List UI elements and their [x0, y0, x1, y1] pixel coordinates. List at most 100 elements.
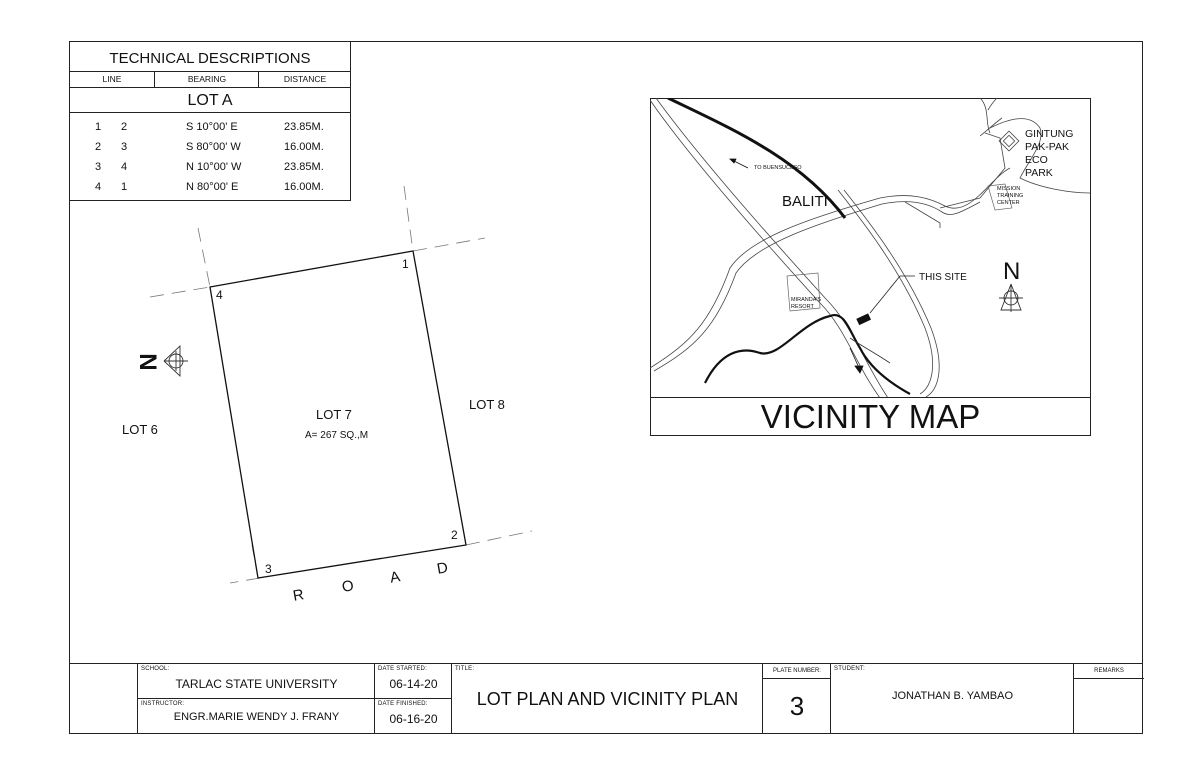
road-park — [979, 117, 1003, 137]
table-title: TECHNICAL DESCRIPTIONS — [70, 42, 350, 72]
this-site-label: THIS SITE — [919, 272, 967, 283]
corner-label-2: 2 — [451, 528, 458, 542]
row-from: 1 — [95, 121, 102, 133]
row-to: 3 — [121, 141, 128, 153]
lot-area: A= 267 SQ.,M — [305, 430, 369, 441]
drawing-title: LOT PLAN AND VICINITY PLAN — [476, 689, 739, 709]
park-icon — [998, 130, 1020, 152]
extension-line — [229, 577, 261, 584]
drawing-sheet-border — [69, 41, 1143, 734]
lot-name: LOT 7 — [316, 407, 352, 422]
mission-label-line: MISSION — [997, 186, 1021, 192]
park-label-line: PARK — [1025, 167, 1053, 179]
remarks-cell: REMARKS — [1073, 663, 1144, 734]
park-label-line: GINTUNG — [1025, 128, 1074, 140]
table-row: 1 2 S 10°00' E 23.85M. — [70, 117, 350, 137]
road-main — [650, 99, 880, 397]
title-block: SCHOOL: TARLAC STATE UNIVERSITY INSTRUCT… — [69, 663, 1144, 734]
student-name: JONATHAN B. YAMBAO — [891, 690, 1014, 702]
site-marker — [856, 313, 872, 326]
date-started-label: DATE STARTED: — [378, 666, 427, 672]
row-from: 4 — [95, 181, 102, 193]
vicinity-map-title: VICINITY MAP — [760, 398, 981, 435]
north-label: N — [135, 353, 163, 371]
row-from: 3 — [95, 161, 102, 173]
table-row: 3 4 N 10°00' W 23.85M. — [70, 157, 350, 177]
instructor-label: INSTRUCTOR: — [141, 701, 185, 707]
mission-outline — [987, 183, 1013, 211]
row-bearing: S 10°00' E — [186, 121, 238, 133]
corner-label-3: 3 — [265, 562, 272, 576]
road-top — [979, 98, 991, 134]
extension-line — [412, 237, 486, 252]
leader-line — [869, 275, 915, 314]
row-bearing: N 80°00' E — [186, 181, 239, 193]
map-north-arrow-icon — [999, 283, 1023, 312]
row-distance: 16.00M. — [284, 141, 324, 153]
vicinity-map-drawing — [650, 98, 1091, 397]
header-line: LINE — [70, 71, 154, 88]
school-name: TARLAC STATE UNIVERSITY — [175, 677, 338, 691]
corner-label-1: 1 — [402, 257, 409, 271]
row-bearing: N 10°00' W — [186, 161, 242, 173]
header-bearing: BEARING — [154, 71, 259, 88]
student-label: STUDENT: — [834, 666, 865, 672]
row-bearing: S 80°00' W — [186, 141, 241, 153]
lot-heading: LOT A — [70, 87, 350, 113]
road-cross — [653, 201, 981, 372]
mission-label-line: TRAINING — [997, 193, 1024, 199]
student-cell: STUDENT: JONATHAN B. YAMBAO — [830, 663, 1073, 734]
park-label-line: ECO — [1025, 154, 1048, 166]
mission-label-line: CENTER — [997, 200, 1020, 206]
plate-number-label: PLATE NUMBER: — [773, 668, 821, 674]
date-started: 06-14-20 — [389, 677, 438, 691]
road-curve — [837, 189, 933, 395]
remarks-label: REMARKS — [1094, 668, 1124, 674]
row-to: 1 — [121, 181, 128, 193]
school-instructor-cell: SCHOOL: TARLAC STATE UNIVERSITY INSTRUCT… — [137, 663, 375, 734]
road-branch — [904, 201, 941, 228]
river — [704, 313, 911, 395]
plate-number: 3 — [789, 691, 805, 721]
vicinity-map-divider — [650, 397, 1091, 398]
school-label: SCHOOL: — [141, 666, 170, 672]
plate-number-cell: PLATE NUMBER: 3 — [762, 663, 831, 734]
title-cell: TITLE: LOT PLAN AND VICINITY PLAN — [451, 663, 762, 734]
north-arrow-icon — [163, 344, 188, 378]
park-label-line: PAK-PAK — [1025, 141, 1069, 153]
map-north-label: N — [1003, 258, 1021, 285]
resort-label-line: RESORT — [791, 304, 814, 310]
corner-label-4: 4 — [216, 288, 223, 302]
table-row: 4 1 N 80°00' E 16.00M. — [70, 177, 350, 197]
road-branch — [939, 132, 1006, 209]
extension-line — [149, 286, 211, 298]
extension-line — [197, 227, 211, 288]
extension-line — [465, 530, 533, 546]
highway — [667, 98, 847, 219]
dates-cell: DATE STARTED: 06-14-20 DATE FINISHED: 06… — [374, 663, 452, 734]
extension-line — [403, 185, 414, 252]
mission-label: MISSION TRAINING CENTER — [997, 186, 1023, 207]
resort-label: MIRANDA'S RESORT — [791, 297, 821, 311]
road-park — [987, 98, 998, 111]
resort-outline — [786, 272, 821, 312]
stream — [849, 337, 891, 364]
row-to: 2 — [121, 121, 128, 133]
resort-label-line: MIRANDA'S — [791, 297, 822, 303]
place-baliti: BALITI — [782, 193, 828, 210]
instructor-name: ENGR.MARIE WENDY J. FRANY — [173, 711, 340, 723]
title-label: TITLE: — [455, 666, 475, 672]
row-to: 4 — [121, 161, 128, 173]
row-from: 2 — [95, 141, 102, 153]
road-river — [989, 118, 1091, 194]
date-finished-label: DATE FINISHED: — [378, 701, 428, 707]
road-cross — [650, 167, 1011, 369]
lot-7-boundary — [209, 250, 467, 579]
header-distance: DISTANCE — [258, 71, 351, 88]
adjacent-lot-right: LOT 8 — [469, 397, 505, 412]
park-label: GINTUNG PAK-PAK ECO PARK — [1025, 128, 1073, 180]
row-distance: 16.00M. — [284, 181, 324, 193]
adjacent-lot-left: LOT 6 — [122, 422, 158, 437]
vicinity-map-frame — [650, 98, 1091, 436]
